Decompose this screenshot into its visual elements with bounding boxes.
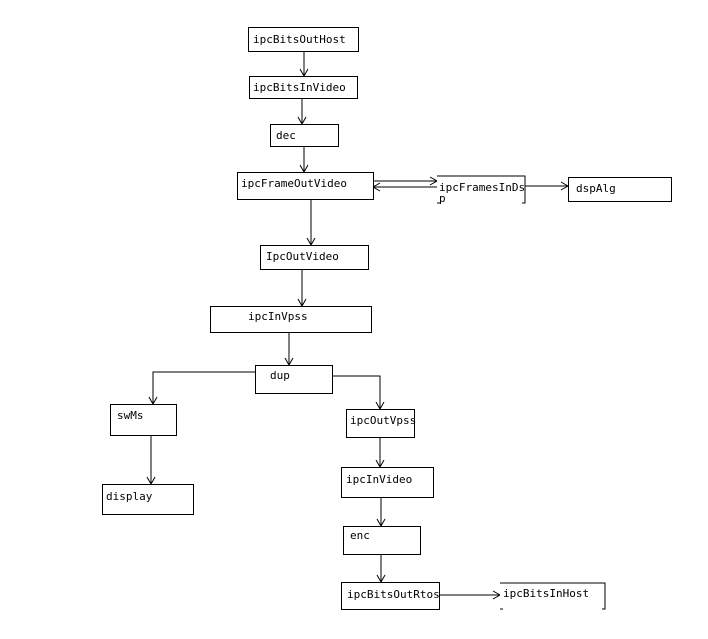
node-label: ipcFrameOutVideo — [241, 177, 347, 190]
node-ipcInVpss: ipcInVpss — [210, 306, 372, 333]
edge-ipcOutVpss-to-ipcInVideo — [375, 437, 385, 469]
node-box — [110, 404, 177, 436]
edge-swMs-to-display — [146, 435, 156, 486]
node-box — [237, 172, 374, 200]
edges-layer — [146, 51, 570, 600]
edge-ipcFramesInDsp-to-dspAlg — [525, 181, 570, 191]
node-label: swMs — [117, 409, 144, 422]
edge-ipcBitsInVideo-to-dec — [297, 98, 307, 126]
node-ipcBitsOutRtos: ipcBitsOutRtos — [341, 582, 440, 610]
node-enc: enc — [343, 526, 421, 555]
node-dec: dec — [270, 124, 339, 147]
edge-ipcFrameOutVideo-to-ipcFramesInDsp — [373, 176, 439, 186]
edge-ipcInVpss-to-dup — [284, 332, 294, 367]
node-label: dspAlg — [576, 182, 616, 195]
node-fill — [500, 583, 605, 609]
node-box — [346, 409, 415, 438]
edge-dup-to-ipcOutVpss — [332, 375, 385, 411]
edge-line — [332, 375, 381, 409]
node-ipcInVideo: ipcInVideo — [341, 467, 434, 498]
node-ipcBitsOutHost: ipcBitsOutHost — [248, 27, 359, 52]
edge-ipcBitsOutHost-to-ipcBitsInVideo — [299, 51, 309, 78]
node-swMs: swMs — [110, 404, 177, 436]
node-box — [270, 124, 339, 147]
node-label: ipcOutVpss — [350, 414, 416, 427]
node-label: IpcOutVideo — [266, 250, 339, 263]
node-box — [341, 467, 434, 498]
node-label-wrap: p — [439, 192, 446, 205]
node-box — [260, 245, 369, 270]
node-ipcFrameOutVideo: ipcFrameOutVideo — [237, 172, 374, 200]
node-border — [437, 175, 526, 204]
node-dup: dup — [255, 365, 333, 394]
node-label: ipcBitsInHost — [503, 587, 589, 600]
node-label: ipcFramesInDs — [439, 181, 525, 194]
edge-ipcInVideo-to-enc — [376, 497, 386, 528]
node-label: ipcInVideo — [346, 473, 412, 486]
node-dspAlg: dspAlg — [568, 177, 672, 202]
edge-line — [152, 371, 255, 404]
node-box — [341, 582, 440, 610]
node-box — [249, 76, 358, 99]
node-box — [210, 306, 372, 333]
node-label: display — [106, 490, 153, 503]
node-label: enc — [350, 529, 370, 542]
edge-dup-to-swMs — [148, 371, 255, 406]
node-border — [500, 582, 606, 610]
node-box — [248, 27, 359, 52]
node-box — [343, 526, 421, 555]
node-display: display — [102, 484, 194, 515]
node-IpcOutVideo: IpcOutVideo — [260, 245, 369, 270]
node-fill — [437, 176, 525, 203]
node-label: ipcBitsOutRtos — [347, 588, 440, 601]
edge-dec-to-ipcFrameOutVideo — [299, 146, 309, 174]
node-box — [255, 365, 333, 394]
node-ipcOutVpss: ipcOutVpss — [346, 409, 416, 438]
node-label: dec — [276, 129, 296, 142]
node-ipcBitsInVideo: ipcBitsInVideo — [249, 76, 358, 99]
edge-IpcOutVideo-to-ipcInVpss — [297, 269, 307, 308]
node-box — [568, 177, 672, 202]
node-box — [102, 484, 194, 515]
node-label: dup — [270, 369, 290, 382]
node-label: ipcInVpss — [248, 310, 308, 323]
edge-enc-to-ipcBitsOutRtos — [376, 554, 386, 584]
edge-ipcBitsOutRtos-to-ipcBitsInHost — [439, 590, 502, 600]
node-label: ipcBitsOutHost — [253, 33, 346, 46]
node-label: ipcBitsInVideo — [253, 81, 346, 94]
nodes-layer: ipcBitsOutHost ipcBitsInVideo dec ipcFrameO… — [102, 27, 672, 610]
node-ipcBitsInHost: ipcBitsInHost — [500, 582, 606, 610]
edge-ipcFrameOutVideo-to-IpcOutVideo — [306, 199, 316, 247]
edge-ipcFramesInDsp-to-ipcFrameOutVideo — [371, 182, 437, 192]
